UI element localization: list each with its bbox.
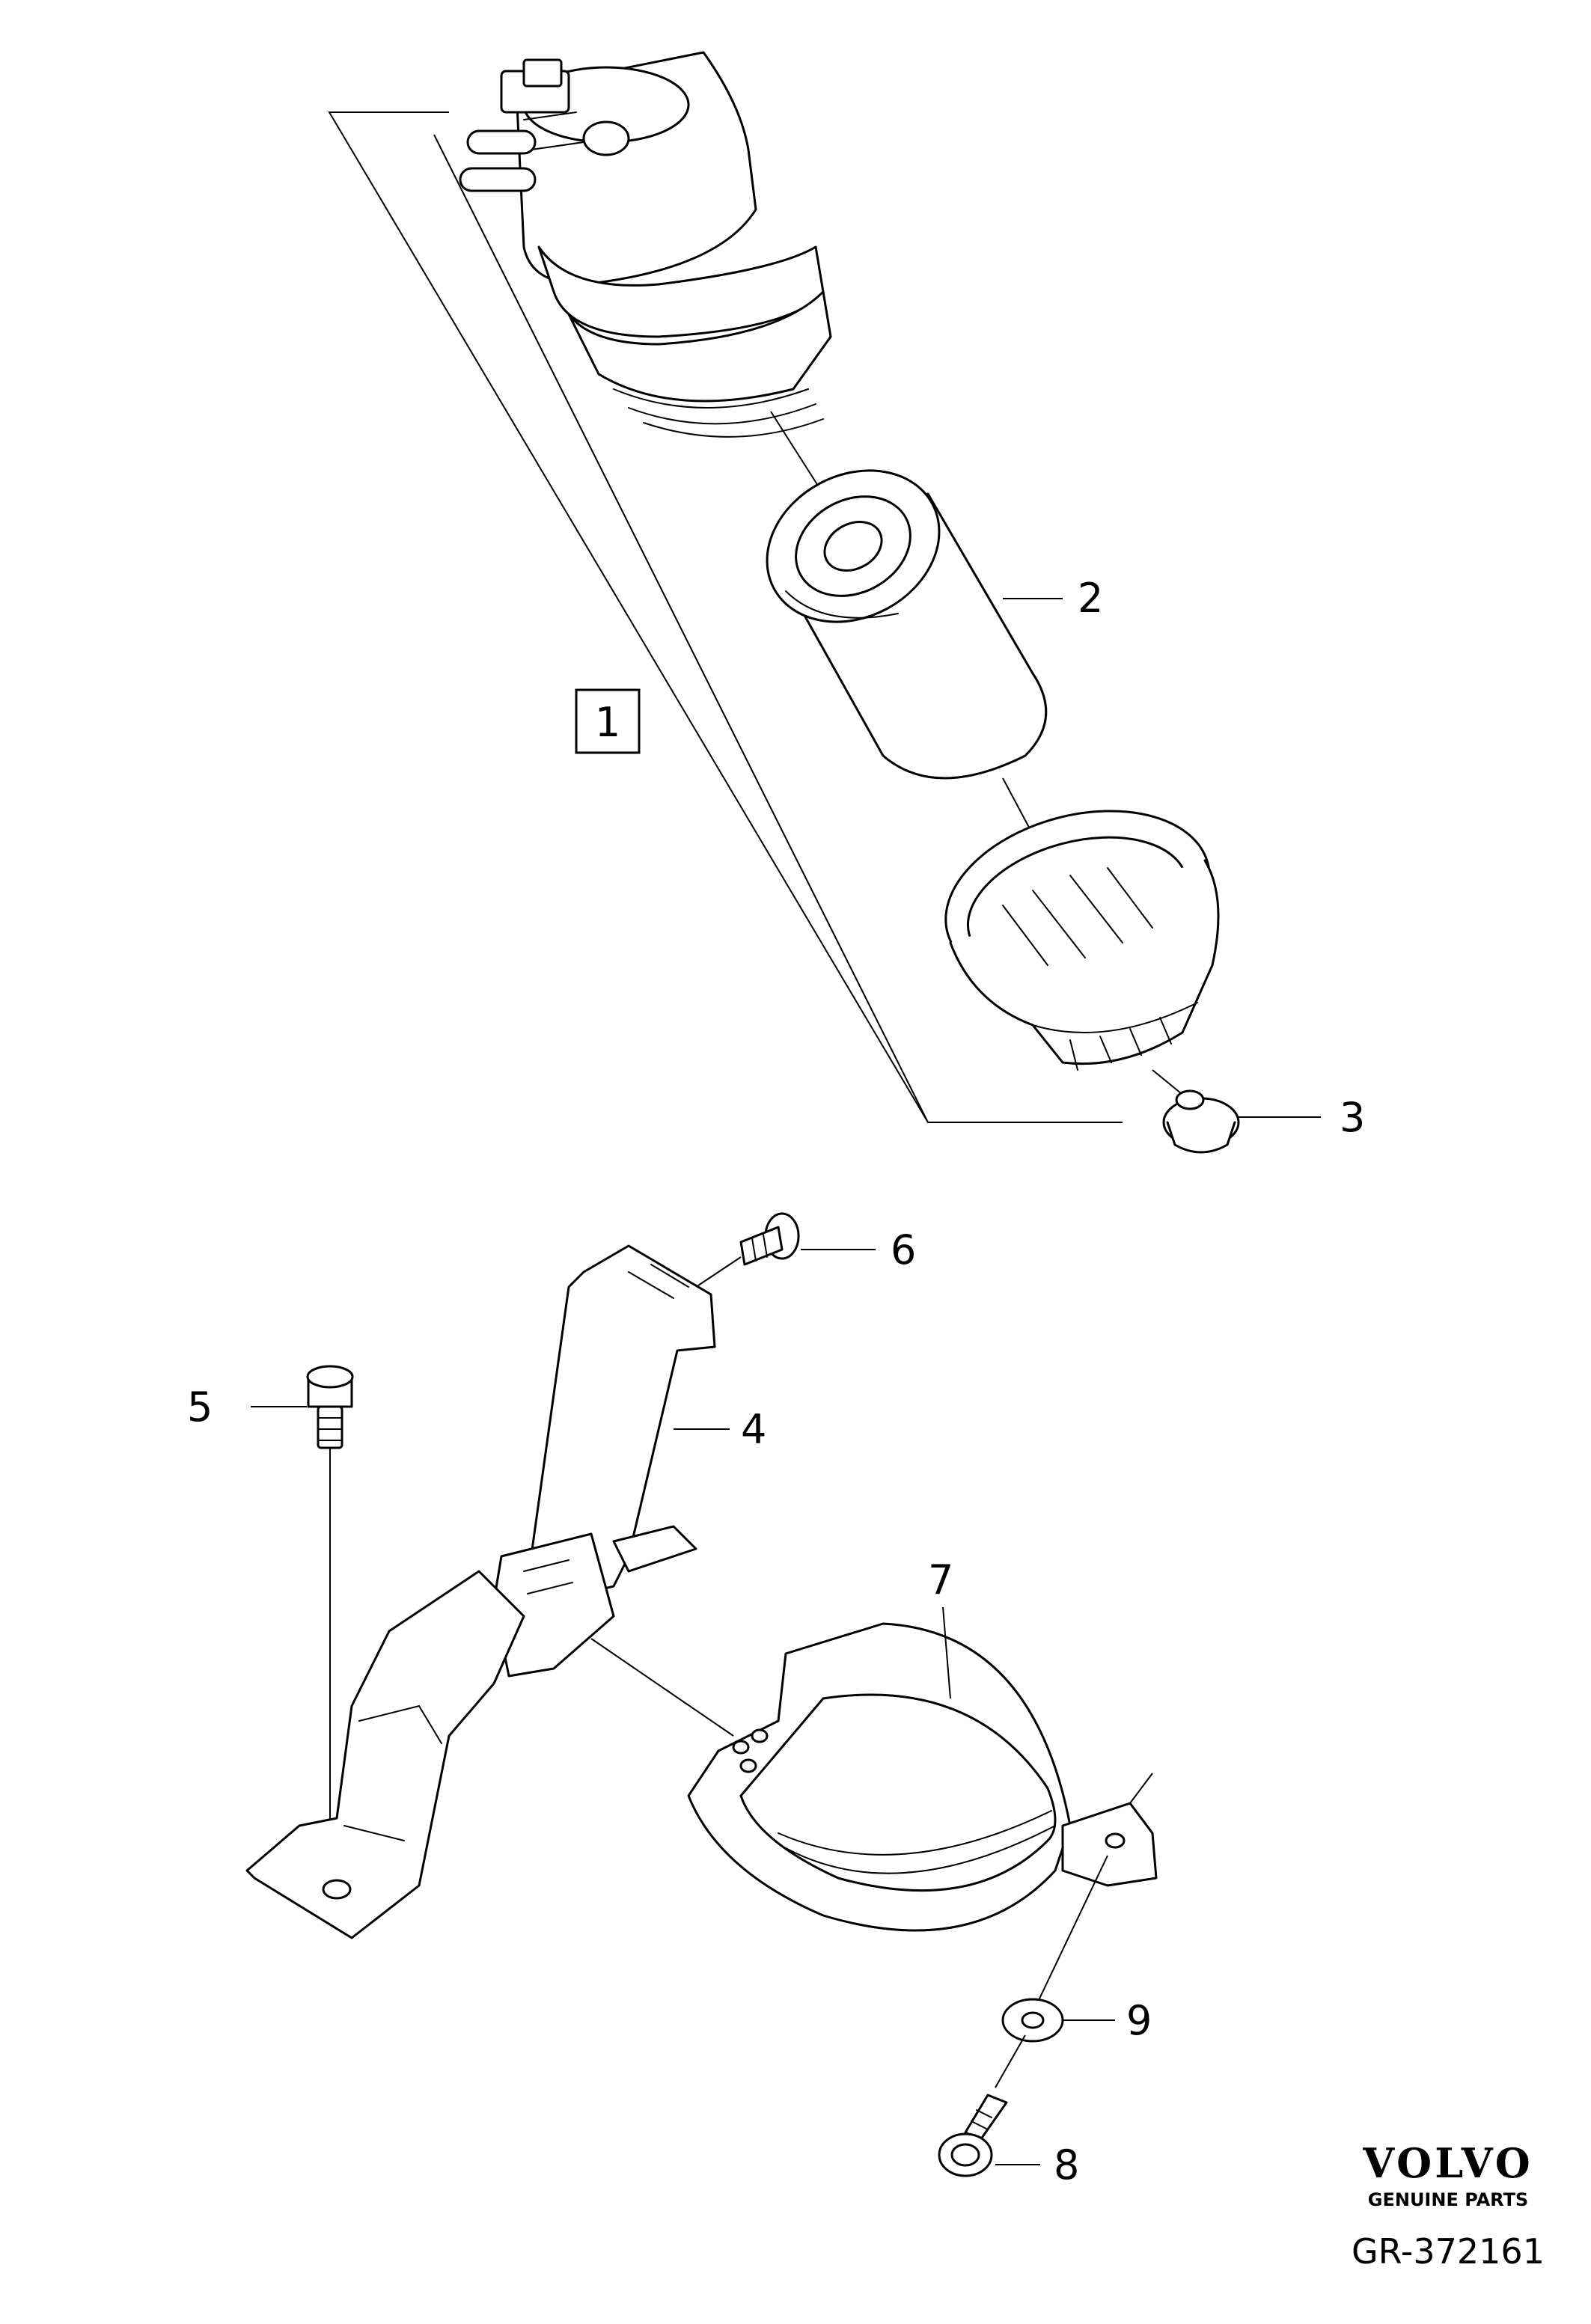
callout-8: 8	[995, 2141, 1079, 2189]
callout-8-label: 8	[1054, 2141, 1079, 2189]
washer-9	[1001, 1998, 1064, 2043]
callout-3: 3	[1239, 1094, 1365, 1141]
filter-housing-head	[459, 51, 832, 438]
bracket-4	[245, 1244, 716, 1939]
callout-2-label: 2	[1078, 575, 1103, 622]
brand-block: VOLVO GENUINE PARTS GR-372161	[1352, 2139, 1545, 2272]
callout-4: 4	[674, 1406, 766, 1453]
callout-6: 6	[801, 1226, 916, 1273]
callout-9-label: 9	[1126, 1997, 1152, 2044]
brand-tagline: GENUINE PARTS	[1368, 2189, 1528, 2210]
callout-5: 5	[187, 1383, 307, 1431]
callout-5-label: 5	[187, 1383, 213, 1431]
brand-logo: VOLVO	[1362, 2139, 1533, 2187]
callout-3-label: 3	[1340, 1094, 1365, 1141]
leader-clamp-ear	[1129, 1773, 1153, 1804]
callout-7-leader	[942, 1606, 951, 1699]
leader-screw6-bracket	[695, 1256, 742, 1288]
callout-4-label: 4	[741, 1406, 766, 1453]
screw-6	[739, 1212, 800, 1266]
callout-9: 9	[1063, 1997, 1152, 2044]
leader-washer-bolt8	[995, 2034, 1026, 2088]
filter-element	[766, 469, 1048, 780]
bolt-5	[306, 1365, 354, 1449]
drain-plug	[1162, 1089, 1240, 1154]
reference-code: GR-372161	[1352, 2231, 1545, 2272]
callout-2: 2	[1003, 575, 1103, 622]
leader-ear-washer	[1032, 1855, 1108, 2013]
leader-bracket-clamp	[590, 1638, 734, 1737]
callout-7: 7	[928, 1556, 953, 1699]
callout-6-label: 6	[891, 1226, 916, 1273]
callout-1-label: 1	[595, 699, 620, 746]
assembly-group-lines	[328, 111, 1123, 1123]
callout-1-box	[575, 688, 641, 754]
callout-1: 1	[575, 688, 641, 754]
filter-bowl	[944, 810, 1220, 1071]
callout-7-label: 7	[928, 1556, 953, 1603]
bolt-8	[938, 2094, 1008, 2177]
clamp-strap-7	[687, 1622, 1158, 1932]
